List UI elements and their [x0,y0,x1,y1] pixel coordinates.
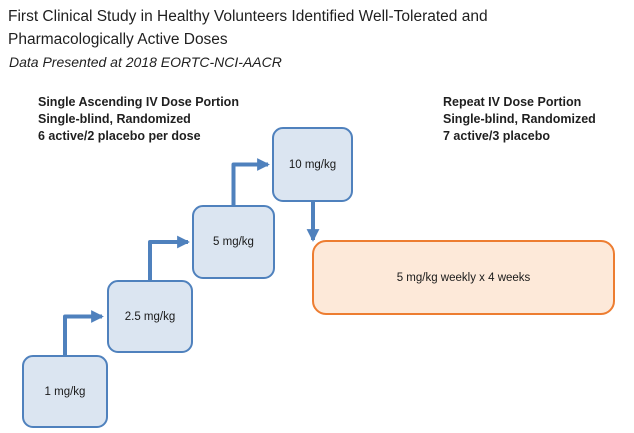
arrow-2-5mg-to-5mg [148,235,190,280]
arrow-5mg-to-10mg [231,158,270,205]
slide-title-line2: Pharmacologically Active Doses [8,31,228,48]
dose-box-5mg: 5 mg/kg [192,205,275,279]
arrow-1mg-to-2-5mg [63,310,104,355]
repeat-line3: 7 active/3 placebo [443,129,551,143]
dose-box-1mg: 1 mg/kg [22,355,108,428]
dose-box-2-5mg-label: 2.5 mg/kg [124,310,176,323]
repeat-line1: Repeat IV Dose Portion [443,95,582,109]
repeat-section-header: Repeat IV Dose Portion Single-blind, Ran… [443,94,596,145]
slide-subtitle: Data Presented at 2018 EORTC-NCI-AACR [9,54,282,70]
single-ascending-line3: 6 active/2 placebo per dose [38,129,201,143]
dose-box-5mg-label: 5 mg/kg [213,236,254,248]
single-ascending-line2: Single-blind, Randomized [38,112,191,126]
single-ascending-section-header: Single Ascending IV Dose Portion Single-… [38,94,239,145]
single-ascending-line1: Single Ascending IV Dose Portion [38,95,239,109]
slide-title-line1: First Clinical Study in Healthy Voluntee… [8,8,488,25]
repeat-dose-box: 5 mg/kg weekly x 4 weeks [312,240,615,315]
slide-title: First Clinical Study in Healthy Voluntee… [8,5,488,51]
repeat-line2: Single-blind, Randomized [443,112,596,126]
dose-box-2-5mg: 2.5 mg/kg [107,280,193,353]
repeat-dose-box-label: 5 mg/kg weekly x 4 weeks [396,271,531,284]
dose-box-1mg-label: 1 mg/kg [44,385,86,398]
dose-box-10mg: 10 mg/kg [272,127,353,202]
dose-box-10mg-label: 10 mg/kg [288,158,337,171]
